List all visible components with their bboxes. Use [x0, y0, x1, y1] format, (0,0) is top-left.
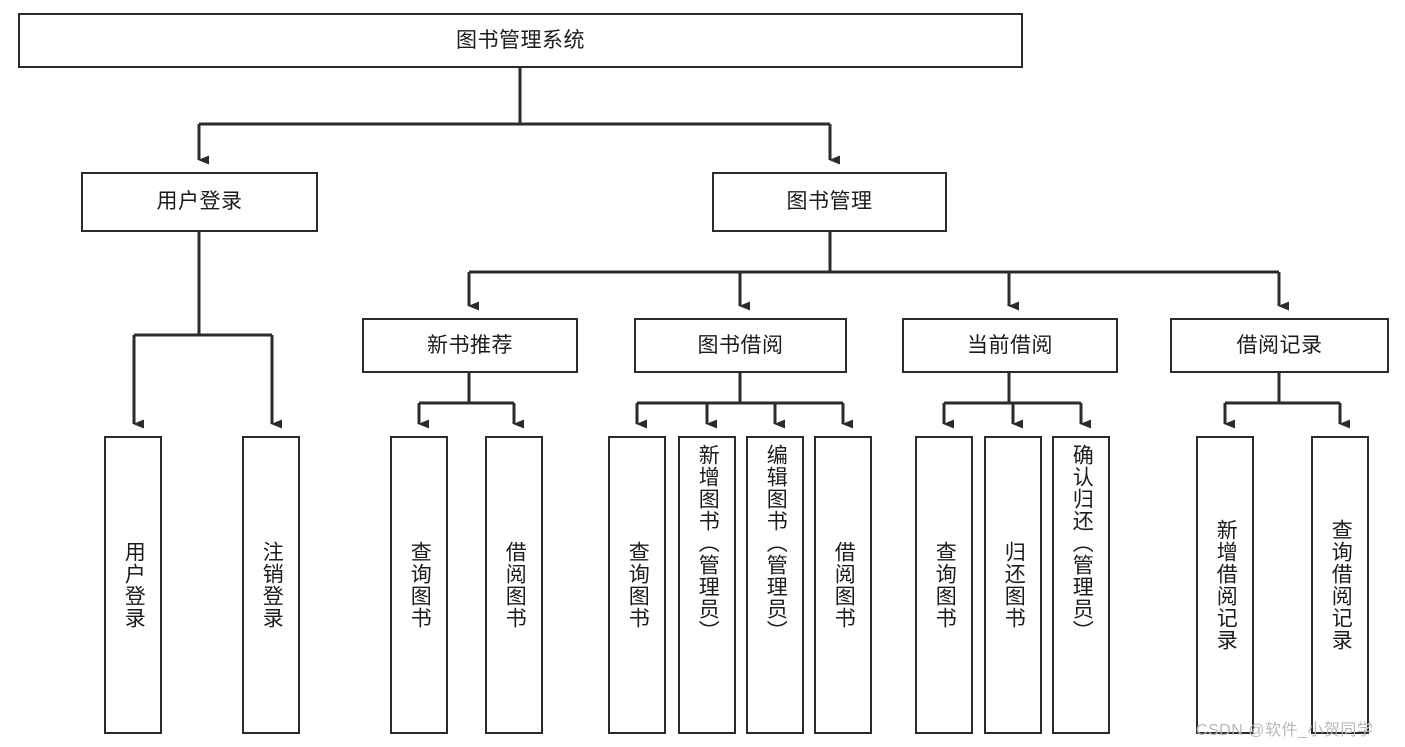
node-leaf-add-book[interactable]: 新增图书（管理员） [678, 436, 736, 734]
node-label: 用户登录 [122, 541, 146, 629]
node-book-manage[interactable]: 图书管理 [712, 172, 947, 232]
node-leaf-query-book[interactable]: 查询图书 [608, 436, 666, 734]
node-label: 用户登录 [156, 190, 243, 214]
node-label: 确认归还（管理员） [1070, 444, 1094, 642]
node-leaf-query-book-current[interactable]: 查询图书 [915, 436, 973, 734]
node-borrow-record[interactable]: 借阅记录 [1170, 318, 1389, 373]
watermark-text: CSDN @软件_小贺同学 [1196, 722, 1374, 739]
node-leaf-edit-book[interactable]: 编辑图书（管理员） [746, 436, 804, 734]
node-leaf-user-logout[interactable]: 注销登录 [242, 436, 300, 734]
node-current-borrow[interactable]: 当前借阅 [902, 318, 1118, 373]
node-leaf-return-book[interactable]: 归还图书 [984, 436, 1042, 734]
node-leaf-add-record[interactable]: 新增借阅记录 [1196, 436, 1254, 734]
node-root-system[interactable]: 图书管理系统 [18, 13, 1023, 68]
node-leaf-confirm-return[interactable]: 确认归还（管理员） [1052, 436, 1110, 734]
node-label: 借阅图书 [503, 541, 527, 629]
node-label: 查询借阅记录 [1329, 519, 1353, 651]
node-label: 新增借阅记录 [1214, 519, 1238, 651]
node-new-book-rec[interactable]: 新书推荐 [362, 318, 578, 373]
node-label: 查询图书 [626, 541, 650, 629]
node-label: 新增图书（管理员） [696, 444, 720, 642]
node-label: 图书管理 [786, 190, 873, 214]
node-label: 借阅图书 [832, 541, 856, 629]
node-label: 新书推荐 [427, 333, 513, 357]
node-leaf-query-record[interactable]: 查询借阅记录 [1311, 436, 1369, 734]
node-book-borrow[interactable]: 图书借阅 [634, 318, 847, 373]
node-label: 图书管理系统 [456, 28, 585, 52]
node-label: 编辑图书（管理员） [764, 444, 788, 642]
node-label: 归还图书 [1002, 541, 1026, 629]
node-label: 当前借阅 [967, 333, 1053, 357]
node-leaf-borrow-book-rec[interactable]: 借阅图书 [485, 436, 543, 734]
node-leaf-user-login[interactable]: 用户登录 [104, 436, 162, 734]
node-leaf-query-book-rec[interactable]: 查询图书 [390, 436, 448, 734]
node-label: 图书借阅 [697, 333, 784, 357]
node-label: 注销登录 [260, 541, 284, 629]
node-leaf-borrow-book[interactable]: 借阅图书 [814, 436, 872, 734]
node-user-login[interactable]: 用户登录 [81, 172, 318, 232]
node-label: 借阅记录 [1236, 333, 1323, 357]
node-label: 查询图书 [408, 541, 432, 629]
node-label: 查询图书 [933, 541, 957, 629]
